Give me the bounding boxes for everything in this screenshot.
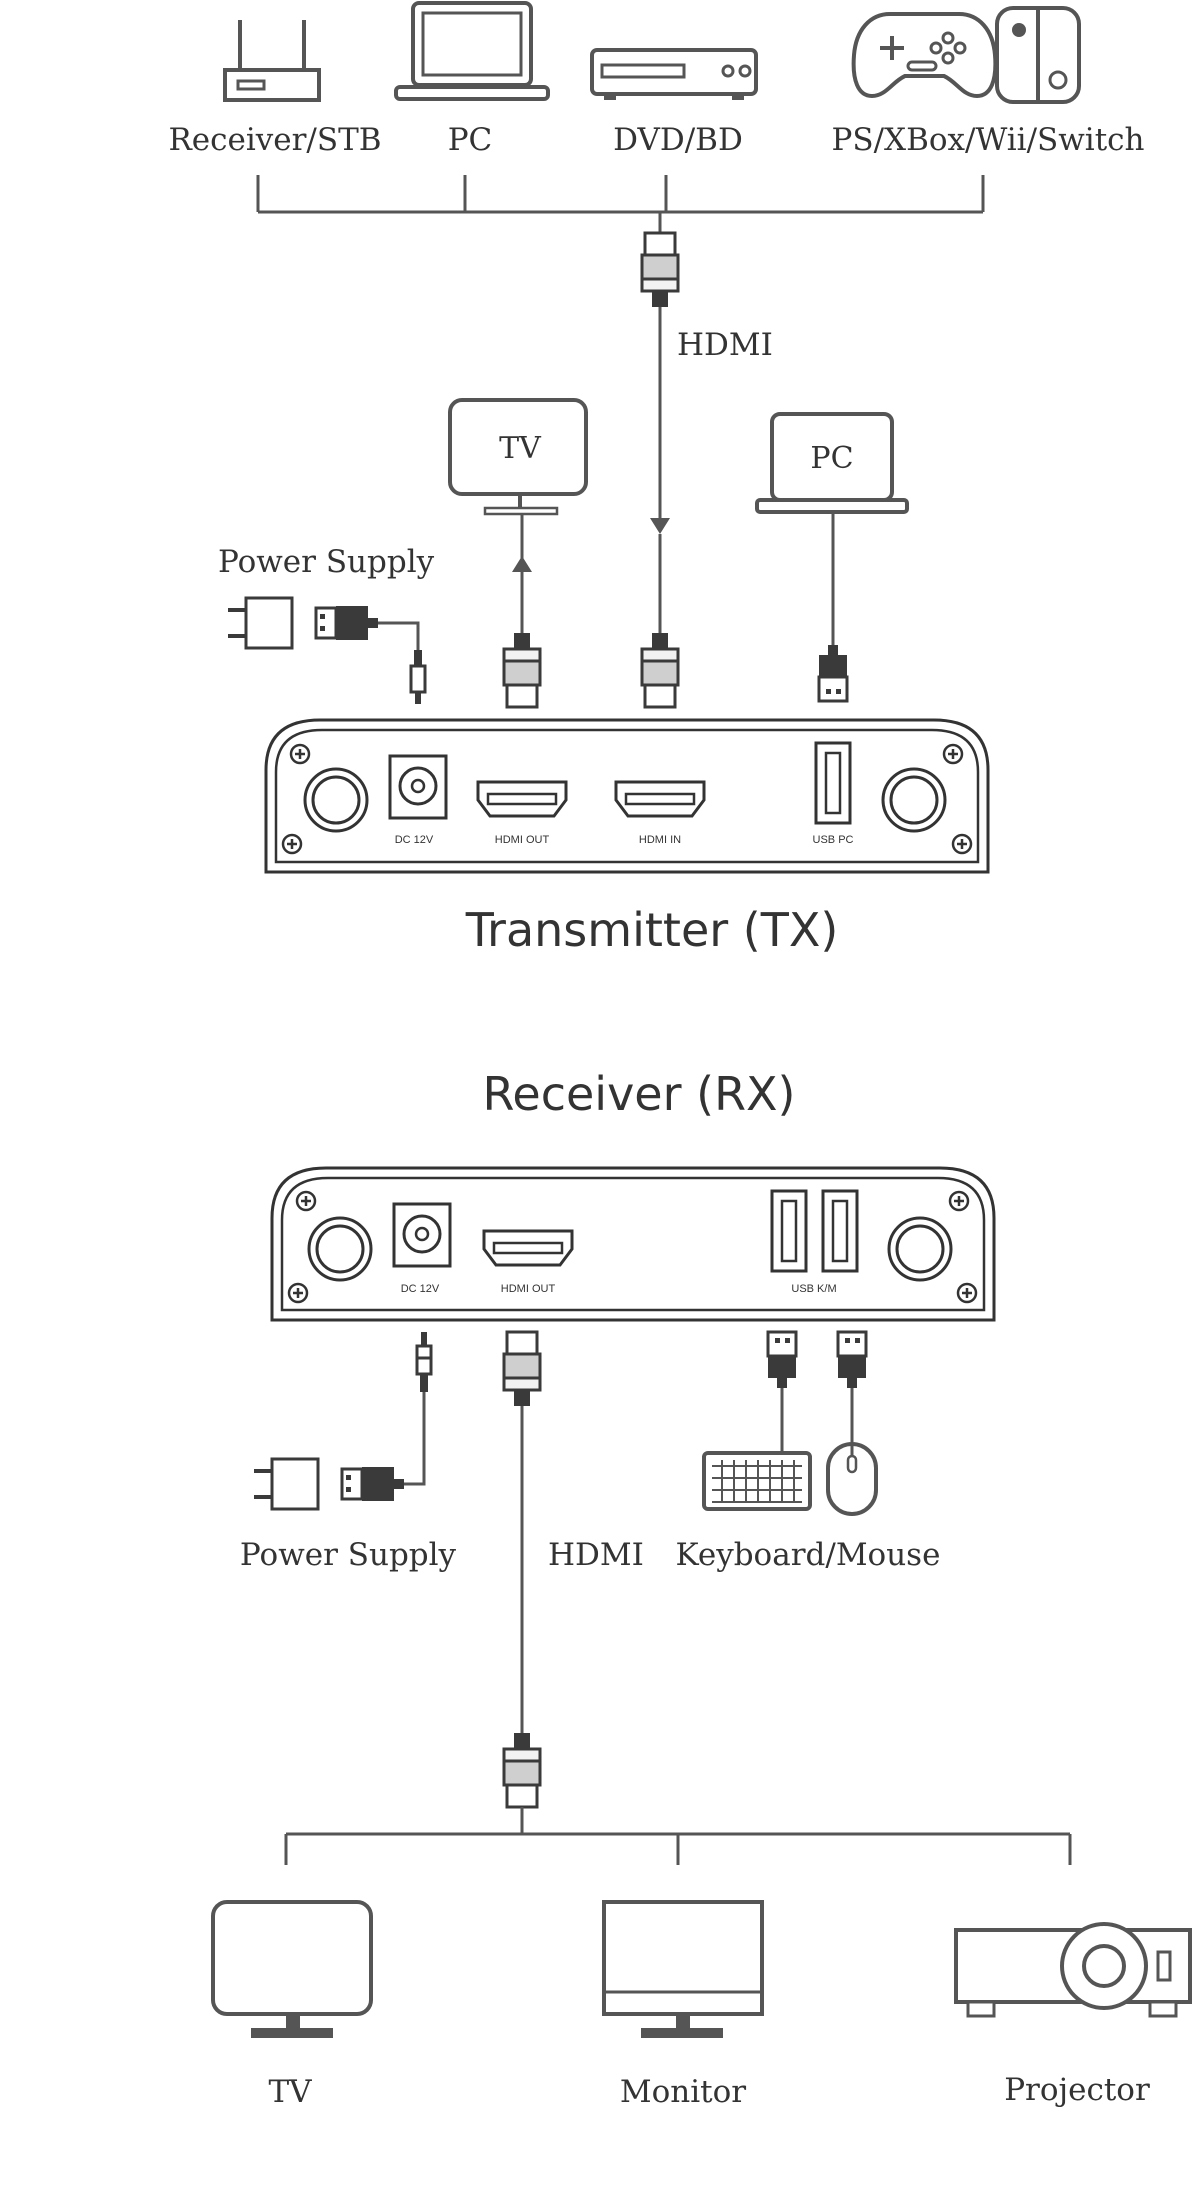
output-bracket: [284, 1807, 1072, 1865]
power-supply-label-rx: Power Supply: [240, 1537, 457, 1573]
source-label-consoles: PS/XBox/Wii/Switch: [831, 122, 1144, 158]
projector-icon-output: [954, 1922, 1192, 2018]
rx-port-usb-km-label: USB K/M: [791, 1283, 836, 1295]
output-label-tv: TV: [268, 2074, 312, 2110]
receiver-title: Receiver (RX): [483, 1067, 796, 1121]
tv-icon-output: [211, 1900, 373, 2038]
source-label-receiver-stb: Receiver/STB: [168, 122, 381, 158]
transmitter-box: [264, 718, 990, 874]
keyboard-mouse-label: Keyboard/Mouse: [676, 1537, 941, 1573]
output-label-projector: Projector: [1004, 2072, 1150, 2108]
mouse-icon: [826, 1442, 878, 1516]
hdmi-label-top: HDMI: [677, 327, 773, 363]
keyboard-icon: [702, 1451, 812, 1511]
tx-port-hdmi-in-label: HDMI IN: [639, 834, 681, 846]
pc-label-top: PC: [810, 441, 853, 476]
receiver-box: [270, 1166, 996, 1322]
power-supply-label-tx: Power Supply: [218, 544, 435, 580]
hdmi-output-cable: [502, 1330, 542, 1809]
pc-laptop-icon-top: [755, 412, 909, 514]
receiver-stb-icon: [223, 20, 321, 102]
source-label-pc: PC: [448, 122, 493, 158]
power-adapter-tx: [226, 596, 427, 704]
gamepad-icon: [851, 12, 998, 99]
source-bracket: [256, 175, 985, 234]
tx-port-hdmi-out-label: HDMI OUT: [495, 834, 550, 846]
source-label-dvd-bd: DVD/BD: [613, 122, 743, 158]
dvd-player-icon: [590, 48, 758, 100]
rx-port-hdmi-out-label: HDMI OUT: [501, 1283, 556, 1295]
rx-port-dc-label: DC 12V: [401, 1283, 440, 1295]
tv-label-top: TV: [499, 431, 542, 466]
hdmi-label-rx: HDMI: [548, 1537, 644, 1573]
hdmi-source-cable: [640, 231, 680, 709]
keyboard-mouse-cables: [766, 1330, 868, 1453]
laptop-icon: [394, 1, 550, 101]
usb-pc-cable: [817, 512, 849, 703]
tx-port-usb-pc-label: USB PC: [813, 834, 854, 846]
output-label-monitor: Monitor: [620, 2074, 746, 2110]
switch-console-icon: [995, 6, 1081, 104]
tv-icon-top: [448, 398, 588, 516]
power-adapter-rx: [252, 1330, 433, 1511]
tx-port-dc-label: DC 12V: [395, 834, 434, 846]
monitor-icon-output: [602, 1900, 764, 2038]
transmitter-title: Transmitter (TX): [465, 903, 839, 957]
hdmi-tv-cable: [502, 514, 542, 709]
